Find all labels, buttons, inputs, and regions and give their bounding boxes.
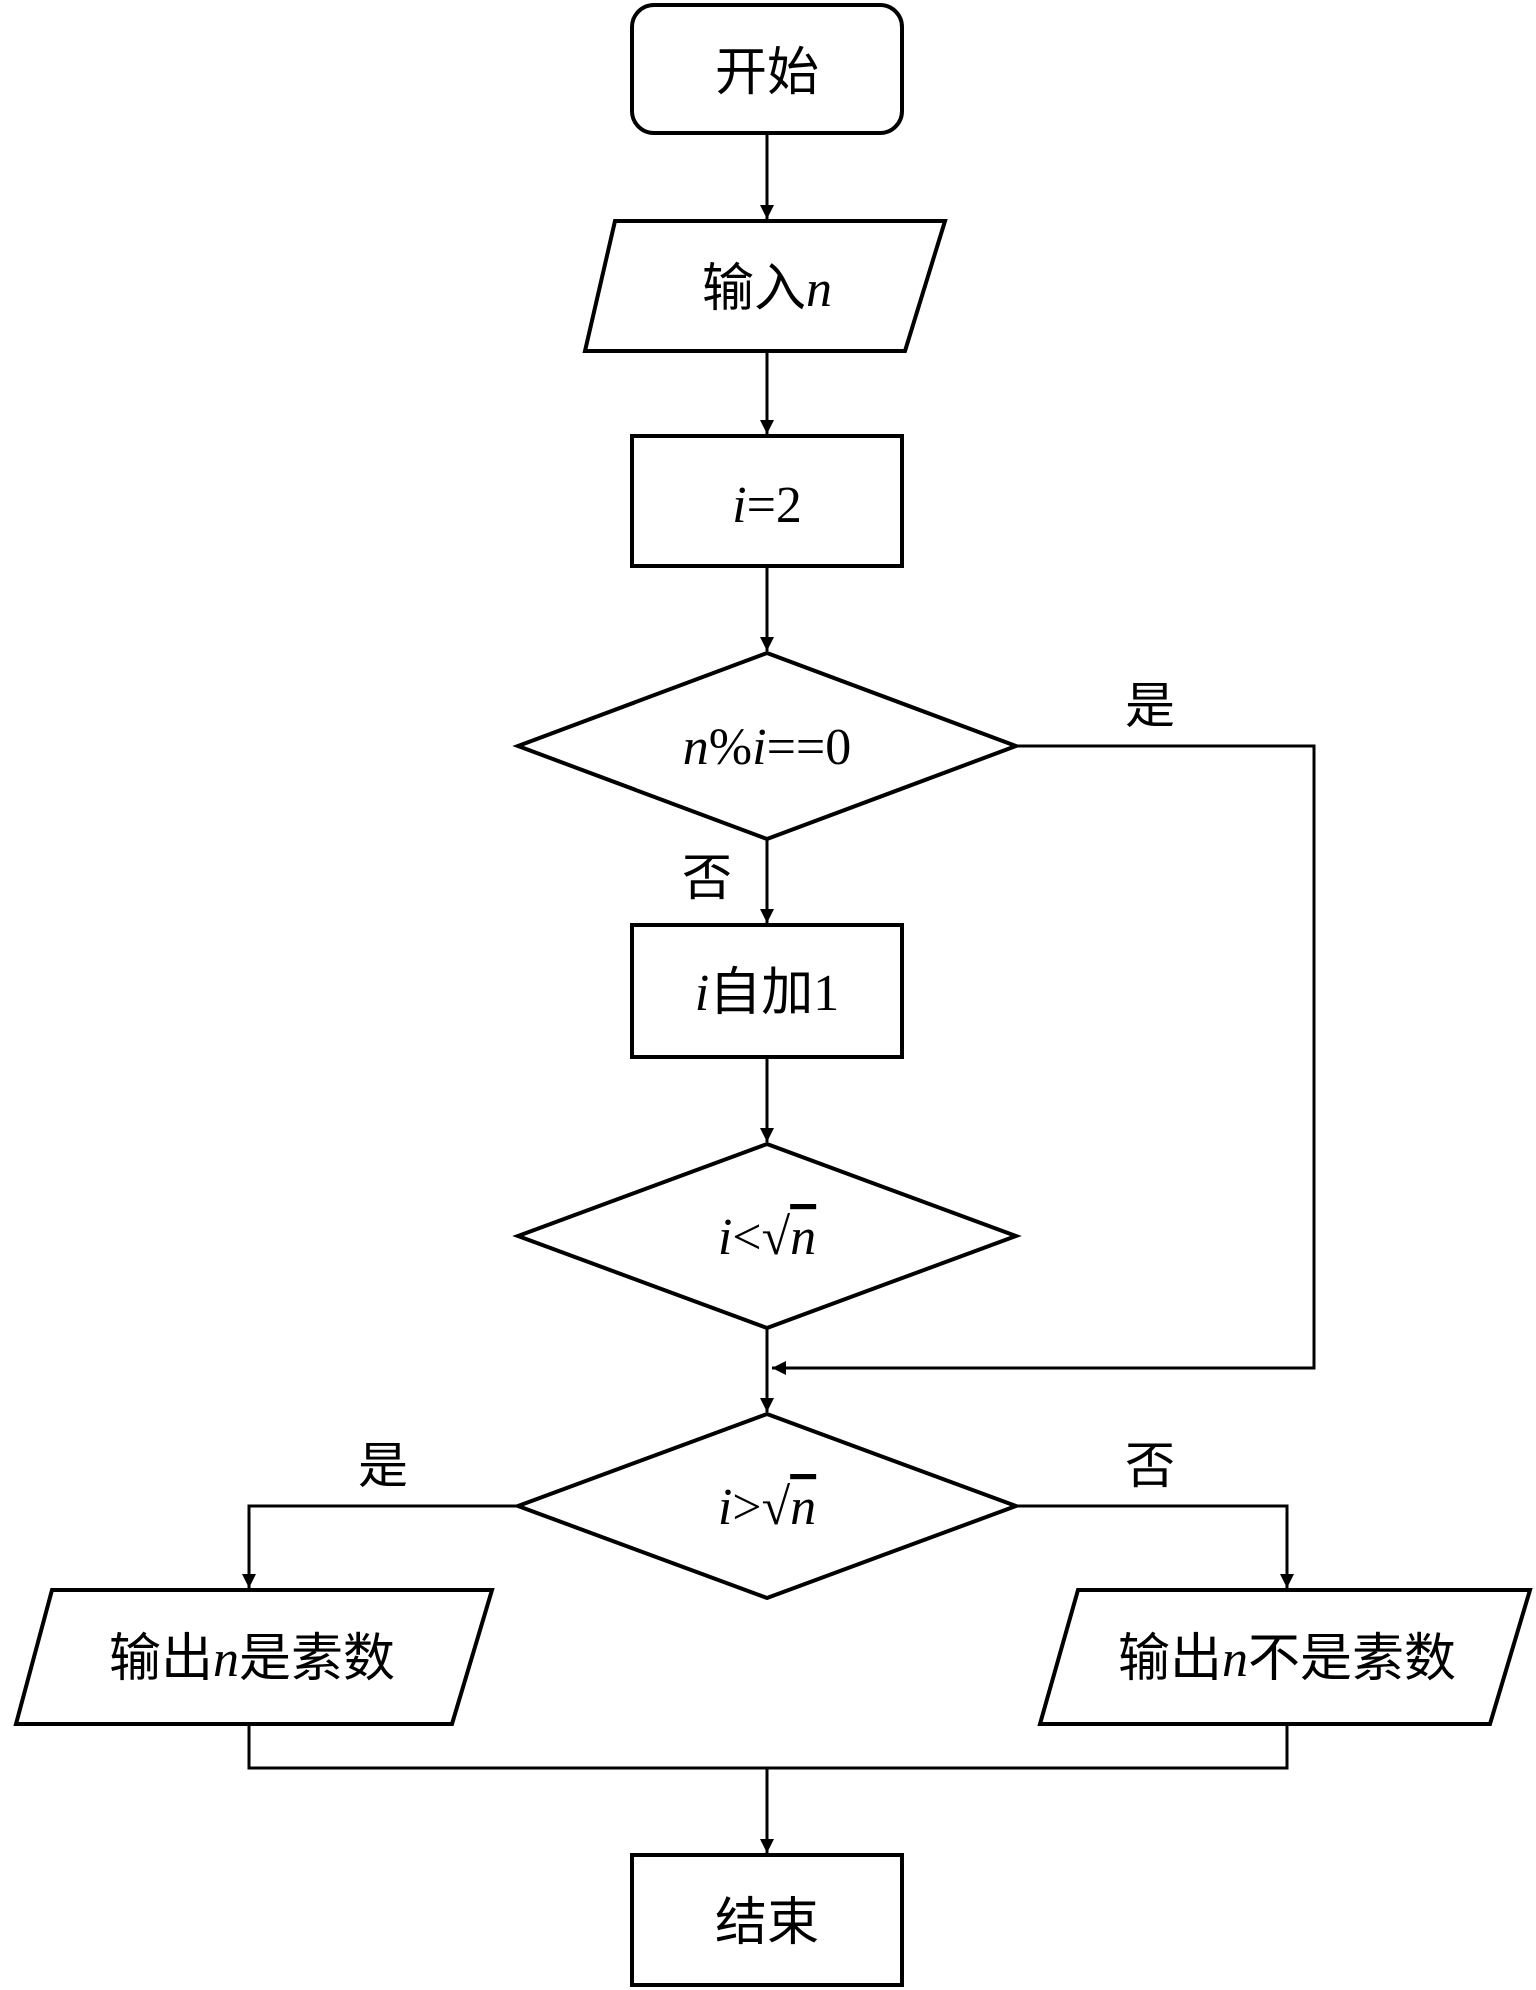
less-decision-n: n — [790, 1209, 816, 1266]
init-node: i=2 — [630, 434, 904, 568]
less-decision-label: i<√n — [718, 1209, 816, 1266]
output-prime-prefix: 输出 — [109, 1631, 213, 1688]
output-not-prime-label: 输出n不是素数 — [1118, 1631, 1456, 1688]
output-not-prime-node: 输出n不是素数 — [1037, 1588, 1533, 1726]
output-not-prime-prefix: 输出 — [1118, 1631, 1222, 1688]
edge-mod-yes-path — [772, 744, 1316, 1375]
increment-label: i自加1 — [695, 965, 839, 1022]
input-node: 输入n — [582, 219, 948, 353]
edge-greater-yes-path — [242, 1504, 518, 1588]
start-label: 开始 — [715, 45, 819, 102]
mod-decision-pct: % — [709, 719, 752, 776]
output-not-prime-rest: 不是素数 — [1248, 1631, 1456, 1688]
output-prime-node: 输出n是素数 — [13, 1588, 495, 1726]
mod-decision-i: i — [752, 719, 766, 776]
greater-decision-op: > — [732, 1479, 761, 1536]
init-label-var: i — [732, 477, 746, 534]
edge-label-mod-no: 否 — [682, 850, 732, 906]
start-node: 开始 — [630, 3, 904, 135]
less-decision-node: i<√n — [512, 1141, 1022, 1331]
less-decision-op: < — [732, 1209, 761, 1266]
end-node: 结束 — [630, 1853, 904, 1987]
greater-decision-var: i — [718, 1479, 732, 1536]
greater-decision-sqrt: √ — [762, 1479, 791, 1536]
edge-label-greater-no: 否 — [1125, 1438, 1175, 1494]
init-label-rest: =2 — [747, 477, 802, 534]
increment-label-var: i — [695, 965, 709, 1022]
output-not-prime-var: n — [1222, 1631, 1248, 1688]
mod-decision-rest: ==0 — [767, 719, 852, 776]
edge-label-greater-yes: 是 — [358, 1438, 408, 1494]
greater-decision-label: i>√n — [718, 1479, 816, 1536]
greater-decision-n: n — [790, 1479, 816, 1536]
end-label: 结束 — [715, 1895, 819, 1952]
edge-label-mod-yes: 是 — [1125, 678, 1175, 734]
less-decision-var: i — [718, 1209, 732, 1266]
mod-decision-label: n%i==0 — [683, 719, 851, 776]
mod-decision-node: n%i==0 — [512, 650, 1022, 842]
increment-node: i自加1 — [630, 923, 904, 1059]
edge-output-prime-merge — [247, 1724, 1289, 1770]
output-prime-label: 输出n是素数 — [109, 1631, 395, 1688]
output-prime-var: n — [213, 1631, 239, 1688]
mod-decision-n: n — [683, 719, 709, 776]
less-decision-sqrt: √ — [762, 1209, 791, 1266]
input-label: 输入n — [702, 261, 832, 318]
increment-label-rest: 自加1 — [709, 965, 839, 1022]
greater-decision-node: i>√n — [512, 1411, 1022, 1601]
input-label-prefix: 输入 — [702, 261, 806, 318]
edge-greater-no-path — [1016, 1504, 1294, 1588]
output-prime-rest: 是素数 — [239, 1631, 395, 1688]
init-label: i=2 — [732, 477, 802, 534]
input-label-var: n — [806, 261, 832, 318]
